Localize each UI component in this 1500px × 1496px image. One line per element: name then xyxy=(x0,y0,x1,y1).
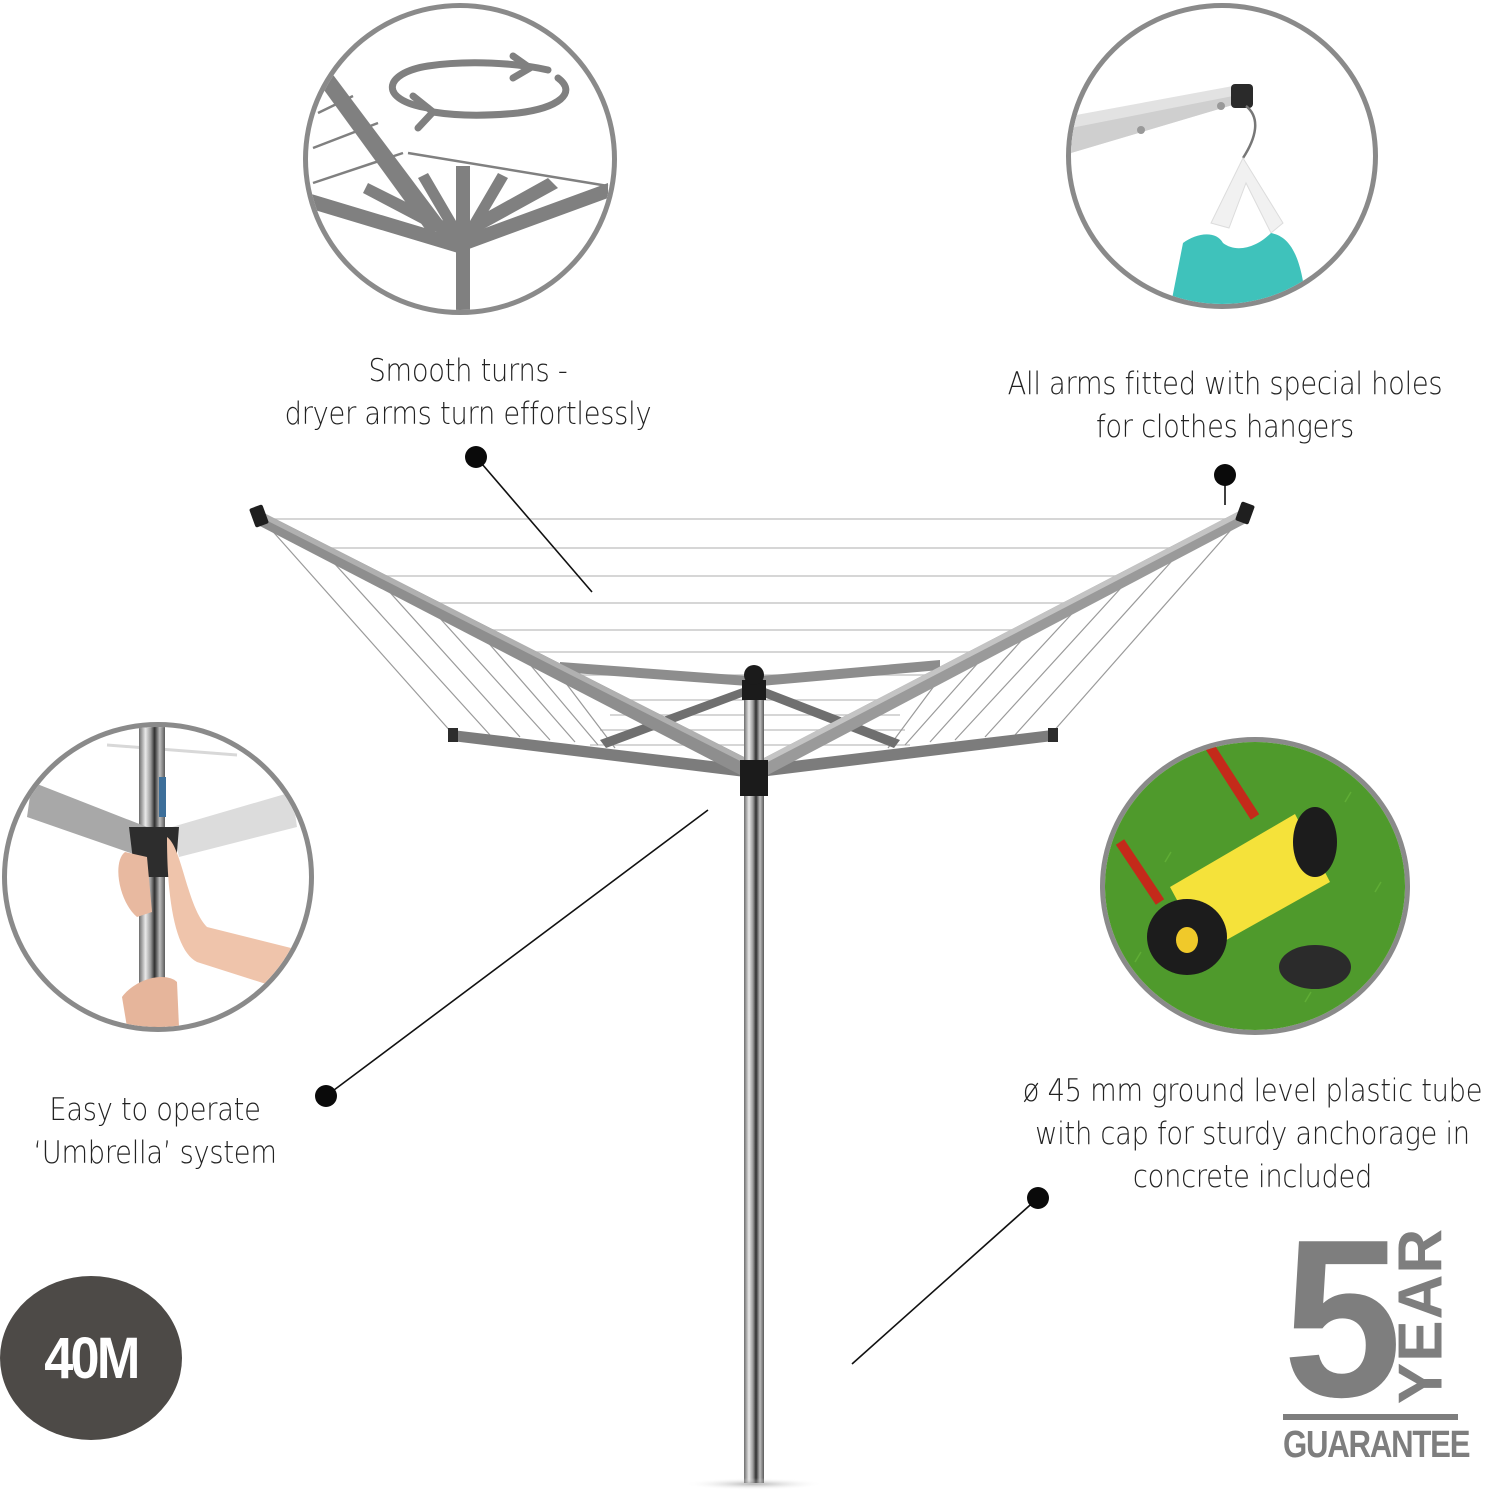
struts xyxy=(600,686,900,748)
caption-line: Easy to operate xyxy=(49,1092,261,1128)
inset-rotation-diagram xyxy=(303,3,617,315)
inset-clothes-hanger-photo xyxy=(1066,3,1378,309)
inset-lawn-ground-tube-photo xyxy=(1100,737,1410,1035)
callout-dot-umbrella-system xyxy=(315,1085,337,1107)
guarantee-unit: YEAR xyxy=(1386,1227,1456,1404)
callout-dot-ground-tube xyxy=(1027,1187,1049,1209)
caption-line: ‘Umbrella’ system xyxy=(33,1135,277,1171)
caption-line: ø 45 mm ground level plastic tube xyxy=(1022,1073,1483,1109)
teal-shirt xyxy=(1171,233,1306,304)
caption-hanger-holes: All arms fitted with special holes for c… xyxy=(996,363,1454,449)
lower-arms xyxy=(448,728,1058,777)
caption-line: concrete included xyxy=(1132,1159,1373,1195)
back-arms xyxy=(560,660,940,686)
arm-end-cap xyxy=(1231,84,1253,108)
hanger xyxy=(1210,156,1284,234)
caption-ground-tube: ø 45 mm ground level plastic tube with c… xyxy=(1017,1070,1488,1199)
upper-arms xyxy=(249,501,1255,778)
capacity-badge: 40M xyxy=(0,1276,182,1440)
caption-line: for clothes hangers xyxy=(1096,409,1354,445)
guarantee-unit-wrapper: YEAR xyxy=(1381,1227,1461,1404)
caption-line: dryer arms turn effortlessly xyxy=(284,396,652,432)
hanger-hook xyxy=(1241,105,1257,159)
caption-smooth-turns: Smooth turns - dryer arms turn effortles… xyxy=(274,350,661,436)
callout-leaders xyxy=(325,456,1226,1365)
guarantee-number: 5 xyxy=(1283,1192,1402,1444)
pole xyxy=(744,683,764,1483)
side-wires xyxy=(267,522,1238,749)
callout-dot-smooth-turns xyxy=(465,446,487,468)
caption-line: All arms fitted with special holes xyxy=(1007,366,1443,402)
guarantee-divider xyxy=(1283,1414,1458,1420)
callout-dot-hanger-holes xyxy=(1214,464,1236,486)
guarantee-label: GUARANTEE xyxy=(1283,1424,1471,1466)
ground-tube-cap xyxy=(1279,945,1351,989)
inset-hand-operating-hub-photo xyxy=(2,722,314,1032)
caption-line: with cap for sturdy anchorage in xyxy=(1035,1116,1470,1152)
guarantee-badge: 5 YEAR GUARANTEE xyxy=(1283,1206,1471,1468)
rotation-arrow-icon xyxy=(308,52,609,310)
washing-lines xyxy=(262,518,1240,746)
capacity-badge-label: 40M xyxy=(44,1325,140,1391)
caption-line: Smooth turns - xyxy=(368,353,568,389)
caption-umbrella-system: Easy to operate ‘Umbrella’ system xyxy=(19,1089,292,1175)
